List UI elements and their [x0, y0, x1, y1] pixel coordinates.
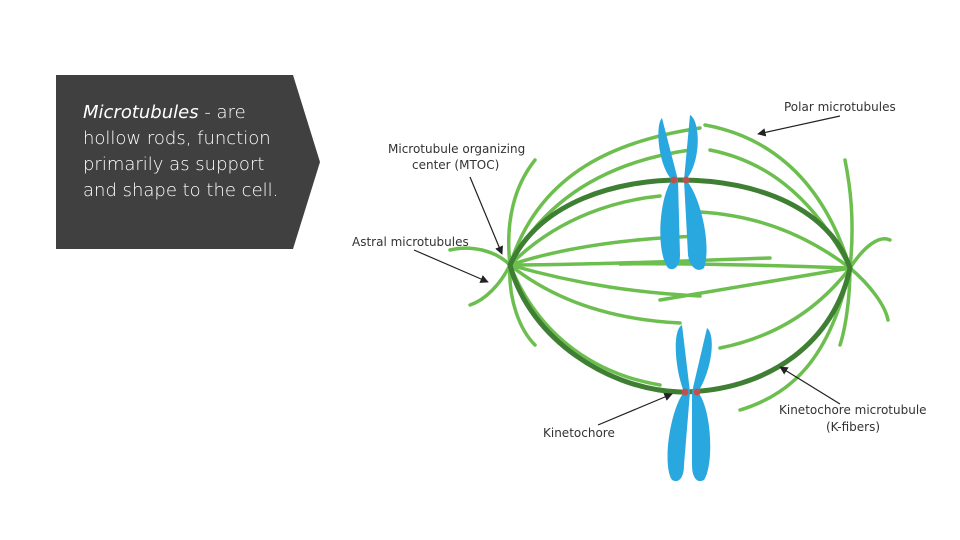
label-astral-microtubules: Astral microtubules — [352, 235, 469, 249]
label-kfibers-line2: (K-fibers) — [826, 420, 880, 434]
arrow-kinetochore — [597, 393, 673, 426]
arrow-kfibers — [779, 366, 841, 405]
label-mtoc-line2: center (MTOC) — [412, 158, 499, 172]
callout-description: - are hollow rods, function primarily as… — [83, 102, 279, 201]
chromosome-bottom — [667, 325, 712, 482]
kinetochore-microtubules — [507, 177, 853, 395]
arrow-mtoc — [469, 176, 503, 255]
label-kinetochore: Kinetochore — [543, 426, 615, 440]
arrow-astral — [413, 249, 489, 283]
callout-text: Microtubules - are hollow rods, function… — [83, 100, 283, 204]
leader-arrows — [413, 115, 841, 426]
label-kfibers-line1: Kinetochore microtubule — [779, 403, 927, 417]
chromosome-top — [658, 115, 707, 270]
label-polar-microtubules: Polar microtubules — [784, 100, 896, 114]
arrow-polar — [757, 115, 841, 137]
label-mtoc-line1: Microtubule organizing — [388, 142, 525, 156]
callout-term: Microtubules — [83, 102, 199, 123]
